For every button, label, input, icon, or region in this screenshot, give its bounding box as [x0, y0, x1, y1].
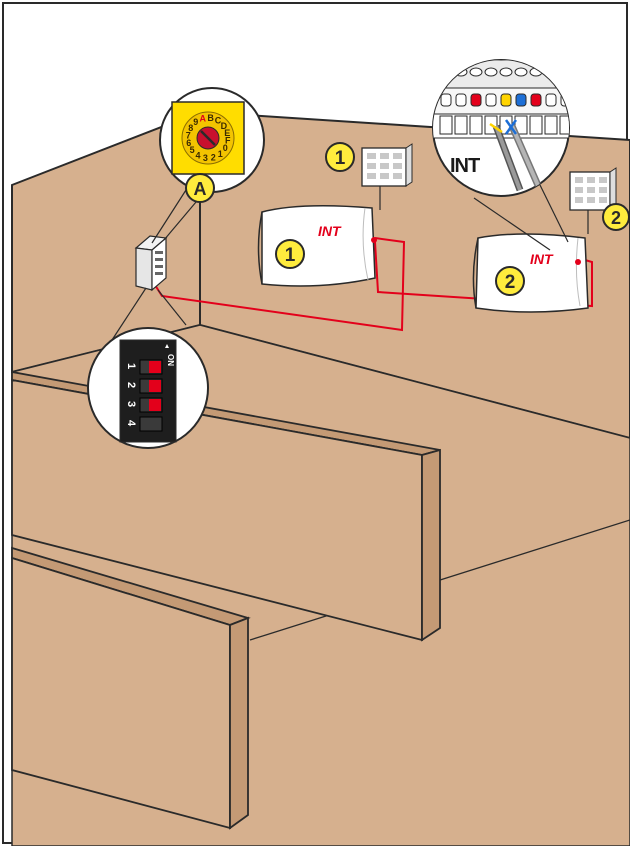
- rotary-digit: A: [200, 114, 207, 124]
- terminal-cap: [516, 94, 526, 106]
- partition-2-end: [230, 618, 248, 828]
- rotary-digit: 3: [203, 153, 208, 163]
- rotary-digit: B: [207, 113, 214, 123]
- dip-slot: [140, 417, 162, 431]
- partition-1-end: [422, 450, 440, 640]
- dip-number-label: 4: [125, 420, 137, 427]
- marker-keypad-1-text: 1: [335, 148, 346, 169]
- wall-device: [136, 236, 166, 290]
- unit-1-int-label: INT: [318, 223, 342, 239]
- terminal-cap: [501, 94, 511, 106]
- terminal-cap: [456, 94, 466, 106]
- dip-number-label: 2: [125, 382, 137, 388]
- marker-rotary-a: A: [186, 174, 214, 202]
- marker-unit-1-text: 1: [285, 245, 296, 266]
- dip-number-label: 1: [125, 363, 137, 369]
- rotary-digit: 9: [193, 117, 198, 127]
- rotary-digit: 1: [218, 149, 223, 159]
- marker-keypad-1: 1: [326, 143, 354, 171]
- terminal-screw: [500, 68, 512, 76]
- terminal-cap: [546, 94, 556, 106]
- dip-number-label: 3: [125, 401, 137, 407]
- terminal-slot: [470, 116, 482, 134]
- terminal-cap: [531, 94, 541, 106]
- terminal-screw: [515, 68, 527, 76]
- terminal-cap: [486, 94, 496, 106]
- dip-toggle-on: [149, 361, 161, 373]
- terminal-slot: [455, 116, 467, 134]
- marker-keypad-2: 2: [603, 204, 629, 230]
- marker-unit-1: 1: [276, 240, 304, 268]
- intercom-unit-2: [473, 234, 588, 312]
- marker-keypad-2-text: 2: [611, 208, 621, 228]
- terminal-slot: [545, 116, 557, 134]
- marker-rotary-a-text: A: [194, 179, 207, 199]
- rotary-digit: 4: [195, 150, 200, 160]
- terminal-slot: [440, 116, 452, 134]
- unit-2-int-label: INT: [530, 251, 554, 267]
- rotary-digit: 0: [223, 143, 228, 153]
- marker-unit-2-text: 2: [505, 272, 516, 293]
- terminal-screw: [470, 68, 482, 76]
- terminal-int-label: INT: [450, 155, 480, 177]
- dip-toggle-on: [149, 380, 161, 392]
- rotary-digit: 7: [186, 130, 191, 140]
- keypad-1: [362, 144, 412, 186]
- dip-on-label: ON: [166, 354, 175, 366]
- keypad-2: [570, 168, 616, 210]
- terminal-cap: [441, 94, 451, 106]
- dip-toggle-on: [149, 399, 161, 411]
- terminal-cap: [471, 94, 481, 106]
- terminal-slot: [530, 116, 542, 134]
- intercom-unit-1: [259, 206, 378, 286]
- rotary-digit: 2: [211, 152, 216, 162]
- terminal-screw: [485, 68, 497, 76]
- marker-unit-2: 2: [496, 267, 524, 295]
